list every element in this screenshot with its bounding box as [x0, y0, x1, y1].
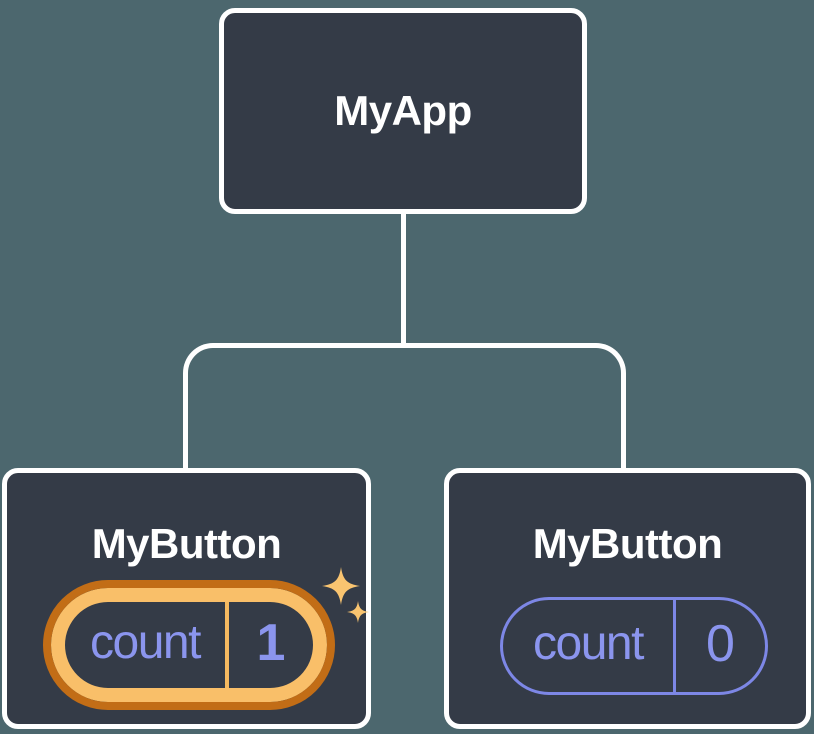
state-value: 0	[706, 615, 735, 673]
state-key-label: count	[90, 616, 201, 669]
state-pill-highlighted: count 1	[43, 580, 335, 710]
state-value: 1	[256, 614, 286, 672]
state-pill: count 0	[500, 597, 768, 695]
node-title: MyApp	[334, 87, 472, 134]
node-mybutton-left: MyButton count 1	[2, 468, 371, 729]
pill-divider	[673, 600, 676, 692]
node-title: MyButton	[91, 520, 282, 567]
connector-stem	[401, 211, 406, 348]
node-title: MyButton	[532, 520, 723, 567]
pill-divider	[225, 602, 229, 688]
node-myapp: MyApp	[219, 8, 587, 214]
node-mybutton-right: MyButton count 0	[444, 468, 811, 729]
state-key-label: count	[533, 617, 644, 670]
connector-bracket	[183, 343, 626, 468]
